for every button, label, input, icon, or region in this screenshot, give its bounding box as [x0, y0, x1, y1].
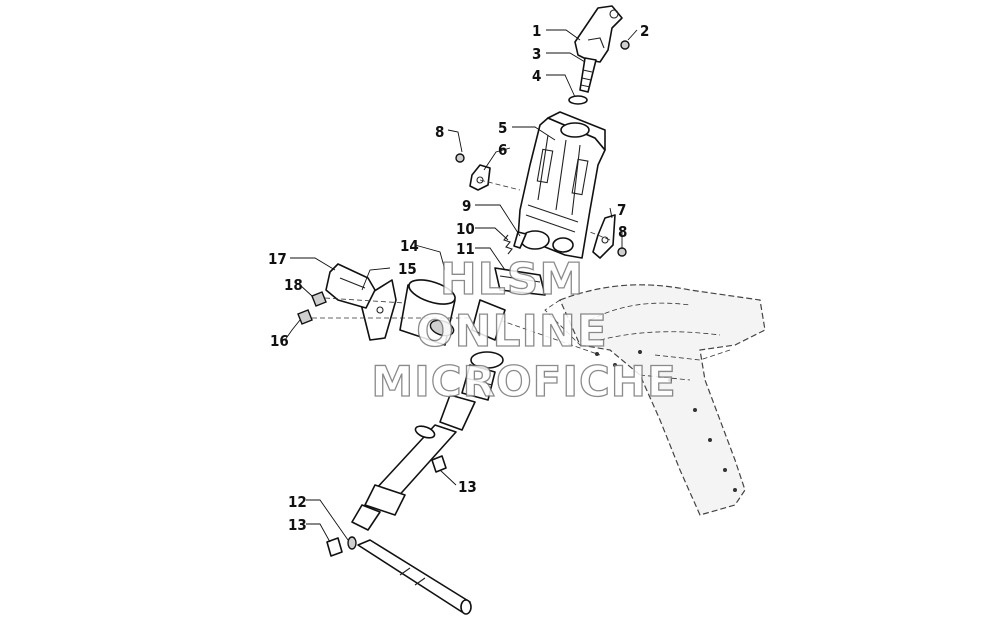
part-14-collar	[399, 279, 456, 346]
callout-5: 5	[498, 119, 507, 137]
callout-13-lower: 13	[288, 516, 307, 534]
part-10-spring	[503, 234, 513, 255]
part-2-screw	[620, 40, 630, 50]
assembly-lines	[312, 179, 611, 356]
part-8-screw-lower	[617, 247, 627, 257]
part-13-nut-upper	[431, 455, 447, 473]
part-16-bolt	[297, 309, 313, 325]
part-4-washer	[568, 95, 588, 105]
callout-8-upper: 8	[435, 123, 444, 141]
callout-17: 17	[268, 250, 287, 268]
callout-3: 3	[532, 45, 541, 63]
vehicle-frame	[544, 284, 766, 516]
callout-2: 2	[640, 22, 649, 40]
part-13-nut-lower	[326, 537, 343, 557]
callout-12: 12	[288, 493, 307, 511]
callout-6: 6	[498, 141, 507, 159]
callout-13-upper: 13	[458, 478, 477, 496]
callout-9: 9	[462, 197, 471, 215]
watermark-line-1: HLSM	[440, 254, 584, 305]
part-5-bracket	[517, 111, 606, 259]
part-12-washer	[347, 536, 357, 550]
callout-labels: 1 2 3 4 5 6 8 7 8 9 10 11 14 15 17 18 16…	[268, 22, 649, 534]
callout-10: 10	[456, 220, 475, 238]
callout-16: 16	[270, 332, 289, 350]
callout-7: 7	[617, 201, 626, 219]
steering-column	[351, 299, 506, 531]
part-7-clip	[592, 214, 616, 259]
callout-14: 14	[400, 237, 419, 255]
callout-4: 4	[532, 67, 541, 85]
callout-1: 1	[532, 22, 541, 40]
part-11-bushing	[494, 267, 546, 296]
part-8-screw-upper	[455, 153, 465, 163]
part-3-bolt	[579, 57, 597, 93]
callout-8-lower: 8	[618, 223, 627, 241]
callout-11: 11	[456, 240, 475, 258]
callout-18: 18	[284, 276, 303, 294]
part-1-steering-arm	[574, 5, 623, 63]
watermark: HLSM ONLINE MICROFICHE	[371, 253, 677, 406]
part-18-bolt	[311, 291, 327, 307]
part-17-bracket	[325, 263, 376, 309]
watermark-line-2: ONLINE	[416, 306, 608, 357]
part-9-pin	[513, 231, 527, 249]
watermark-line-3: MICROFICHE	[371, 357, 676, 406]
lower-shaft	[357, 539, 472, 615]
callout-15: 15	[398, 260, 417, 278]
part-6-clip	[469, 164, 491, 191]
leader-lines	[284, 29, 638, 543]
